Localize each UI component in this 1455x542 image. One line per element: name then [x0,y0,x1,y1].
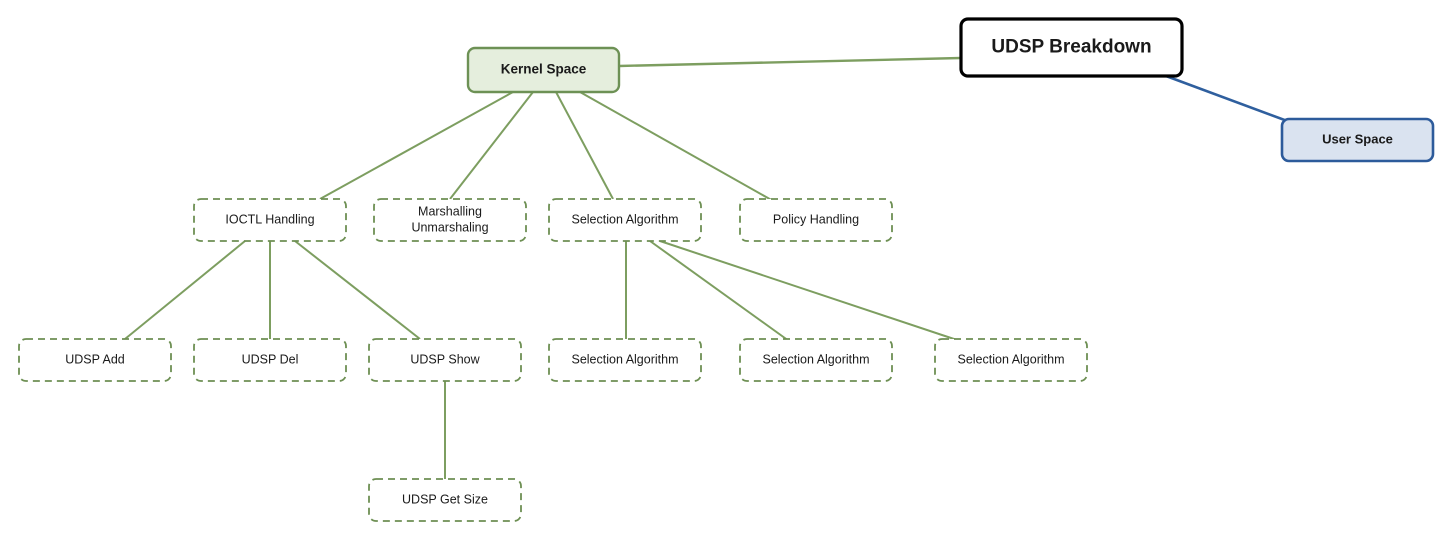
node-ioctl-handling[interactable]: IOCTL Handling [193,198,347,242]
node-label-ioctl-handling: IOCTL Handling [225,212,314,226]
edge-ioctl-to-show [294,240,421,340]
node-user-space[interactable]: User Space [1280,117,1435,163]
node-label-selection-algorithm-3: Selection Algorithm [957,352,1064,366]
node-box-policy-handling[interactable] [739,198,893,242]
node-selection-algorithm-3[interactable]: Selection Algorithm [934,338,1088,382]
node-label-user-space: User Space [1322,131,1393,146]
node-selection-algorithm-1[interactable]: Selection Algorithm [548,338,702,382]
node-box-udsp-show[interactable] [368,338,522,382]
node-label-selection-algorithm: Selection Algorithm [571,212,678,226]
edge-kernel-to-selection [555,91,614,200]
edge-kernel-to-policy [579,91,776,203]
node-box-kernel-space[interactable] [466,46,621,94]
node-label-selection-algorithm-2: Selection Algorithm [762,352,869,366]
node-box-selection-algorithm[interactable] [548,198,702,242]
node-label-marshalling-unmarshaling: Unmarshaling [411,220,488,234]
node-box-udsp-add[interactable] [18,338,172,382]
node-label-marshalling-unmarshaling: Marshalling [418,204,482,218]
edge-selection-to-sel3 [659,240,961,342]
node-udsp-add[interactable]: UDSP Add [18,338,172,382]
node-root[interactable]: UDSP Breakdown [959,17,1184,78]
node-box-root[interactable] [959,17,1184,78]
edge-kernel-to-ioctl [319,91,514,200]
edge-ioctl-to-add [124,240,246,340]
node-box-udsp-get-size[interactable] [368,478,522,522]
node-selection-algorithm[interactable]: Selection Algorithm [548,198,702,242]
node-selection-algorithm-2[interactable]: Selection Algorithm [739,338,893,382]
node-label-udsp-del: UDSP Del [242,352,299,366]
node-box-user-space[interactable] [1280,117,1435,163]
node-label-policy-handling: Policy Handling [773,212,859,226]
node-kernel-space[interactable]: Kernel Space [466,46,621,94]
node-label-udsp-add: UDSP Add [65,352,125,366]
node-label-selection-algorithm-1: Selection Algorithm [571,352,678,366]
node-label-root: UDSP Breakdown [991,37,1151,58]
edge-root-to-user [1165,74,1291,124]
edge-selection-to-sel2 [649,240,790,342]
node-box-selection-algorithm-3[interactable] [934,338,1088,382]
edge-root-to-kernel [618,56,962,68]
node-box-ioctl-handling[interactable] [193,198,347,242]
node-udsp-show[interactable]: UDSP Show [368,338,522,382]
edge-kernel-to-marshalling [449,91,534,200]
edges-layer [124,56,1291,479]
node-label-udsp-get-size: UDSP Get Size [402,492,488,506]
node-box-selection-algorithm-2[interactable] [739,338,893,382]
node-box-marshalling-unmarshaling[interactable] [373,198,527,242]
node-box-udsp-del[interactable] [193,338,347,382]
node-udsp-del[interactable]: UDSP Del [193,338,347,382]
node-udsp-get-size[interactable]: UDSP Get Size [368,478,522,522]
node-policy-handling[interactable]: Policy Handling [739,198,893,242]
node-box-selection-algorithm-1[interactable] [548,338,702,382]
node-label-kernel-space: Kernel Space [501,62,587,77]
node-label-udsp-show: UDSP Show [410,352,480,366]
